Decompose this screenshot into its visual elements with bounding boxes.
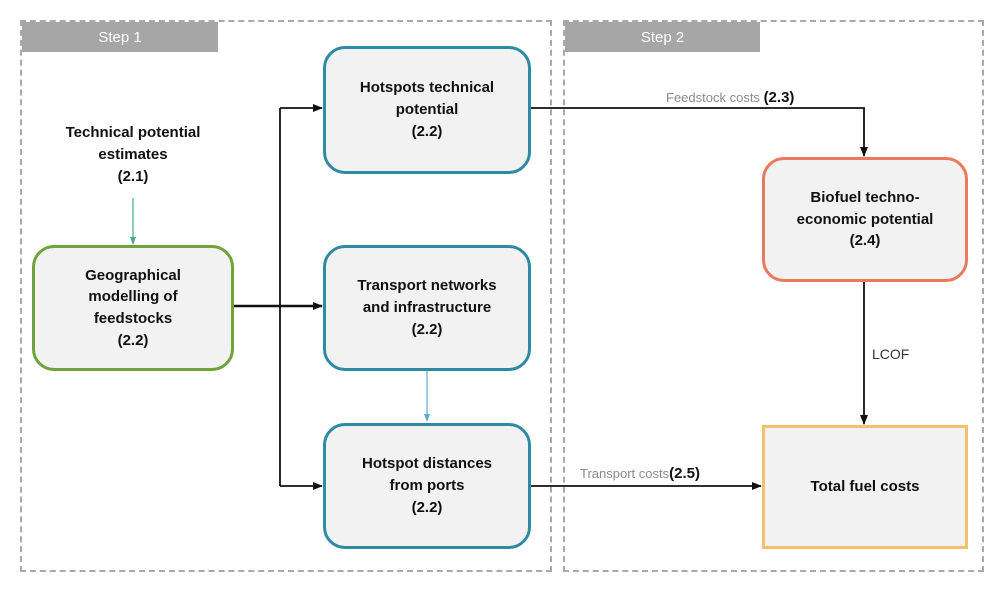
edge-label-lcof: LCOF — [872, 346, 910, 362]
step1-frame — [20, 20, 552, 572]
node-line: Hotspots technical — [359, 79, 495, 97]
step2-frame — [563, 20, 984, 572]
node-line: Biofuel techno- — [810, 188, 920, 206]
step1-tab: Step 1 — [22, 22, 218, 52]
node-line: Hotspot distances — [361, 455, 493, 473]
arrow-feedstock-costs — [531, 107, 868, 157]
node-ref: (2.2) — [117, 331, 149, 349]
node-total-fuel-costs: Total fuel costs — [762, 425, 968, 549]
node-line: modelling of — [88, 288, 178, 306]
node-hotspots-technical-potential: Hotspots technical potential (2.2) — [323, 46, 531, 174]
node-line: feedstocks — [93, 310, 173, 327]
node-ref: (2.1) — [117, 167, 149, 185]
edge-label-text: Transport costs — [580, 466, 670, 481]
node-ref: (2.2) — [411, 320, 443, 338]
node-line: economic potential — [796, 210, 934, 228]
step2-tab: Step 2 — [565, 22, 760, 52]
edge-label-ref: (2.5) — [669, 465, 700, 482]
node-ref: (2.2) — [411, 498, 443, 516]
edge-label-feedstock-costs: Feedstock costs (2.3) — [666, 89, 794, 106]
node-geographical-modelling: Geographical modelling of feedstocks (2.… — [32, 245, 234, 371]
node-line: and infrastructure — [362, 299, 492, 317]
node-line: Technical potential — [65, 124, 201, 141]
node-line: Total fuel costs — [810, 478, 920, 496]
node-line: Transport networks — [357, 277, 497, 295]
node-technical-potential-estimates: Technical potential estimates (2.1) — [40, 122, 226, 187]
edge-label-transport-costs: Transport costs(2.5) — [580, 465, 700, 482]
node-line: from ports — [389, 477, 465, 495]
node-line: potential — [395, 101, 459, 119]
node-ref: (2.4) — [849, 232, 881, 250]
node-line: Geographical — [85, 266, 181, 284]
node-biofuel-techno-economic-potential: Biofuel techno- economic potential (2.4) — [762, 157, 968, 282]
node-hotspot-distances: Hotspot distances from ports (2.2) — [323, 423, 531, 549]
edge-label-text: Feedstock costs — [666, 90, 760, 105]
node-transport-networks: Transport networks and infrastructure (2… — [323, 245, 531, 371]
edge-label-ref: (2.3) — [763, 89, 795, 106]
node-line: estimates — [98, 145, 168, 163]
node-ref: (2.2) — [411, 122, 443, 140]
